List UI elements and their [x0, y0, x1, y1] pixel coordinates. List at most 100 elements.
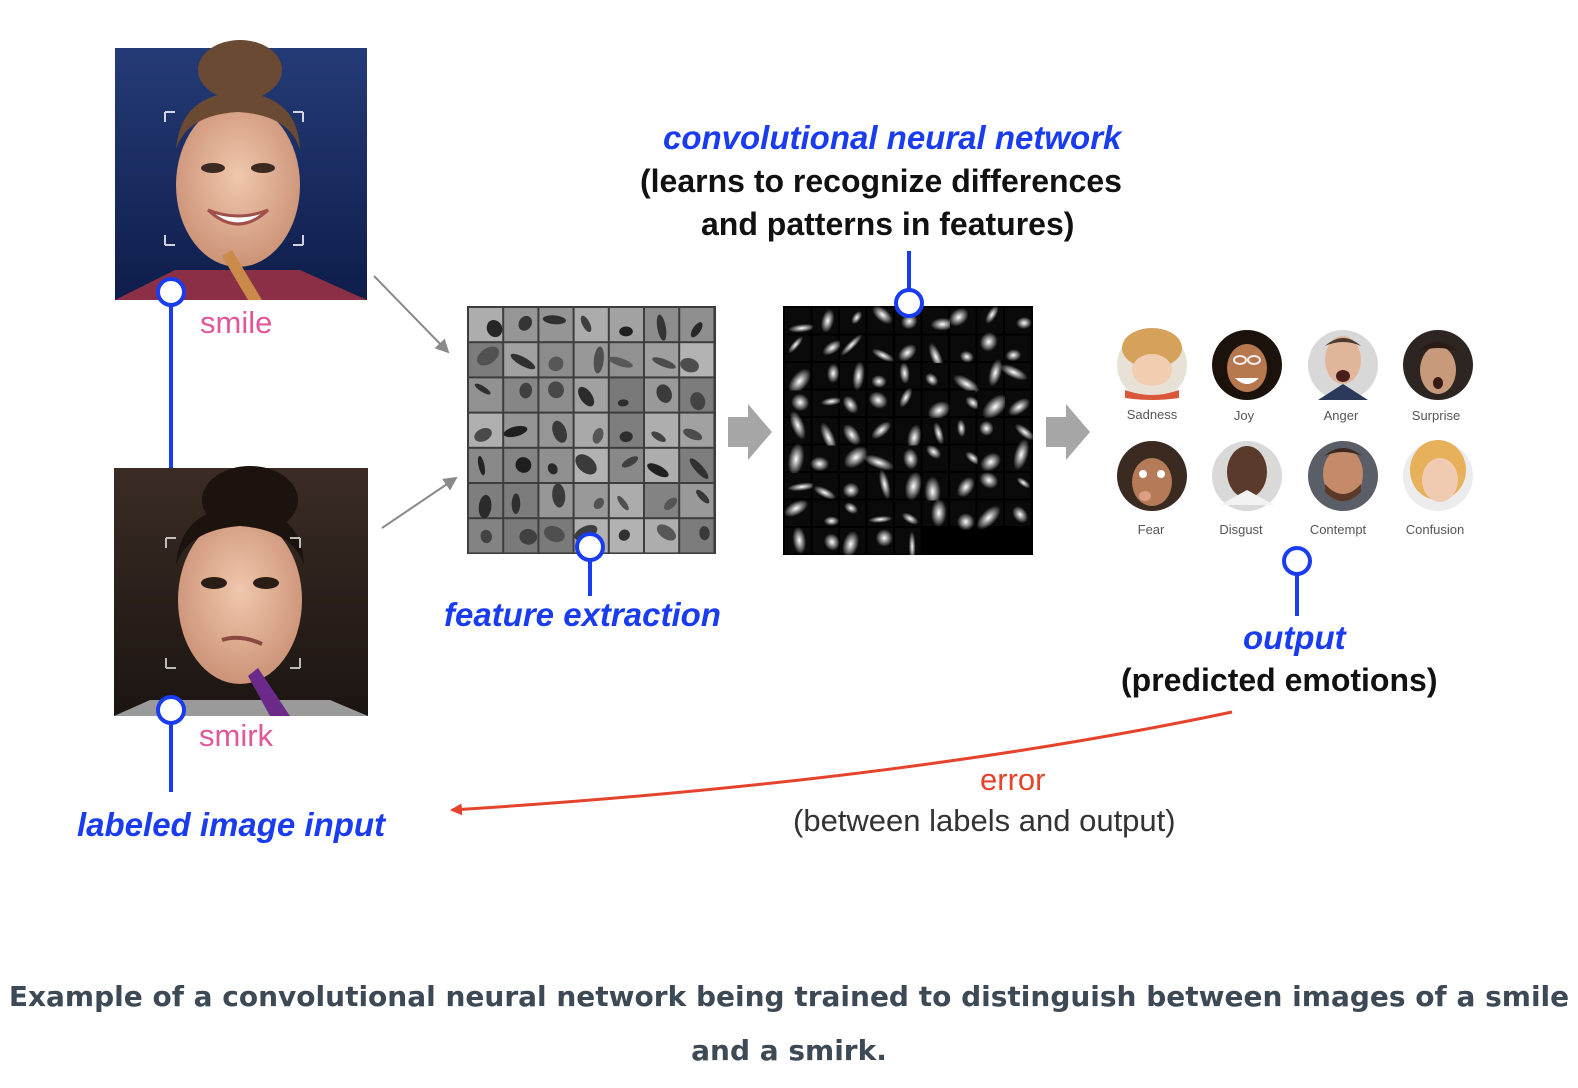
- feature-filter-pattern: [656, 384, 672, 403]
- cnn-filter-pattern: [875, 529, 893, 547]
- cnn-filter-pattern: [1008, 398, 1031, 416]
- feature-filter-pattern: [699, 526, 710, 541]
- feature-filter-pattern: [548, 381, 564, 399]
- error-arrow: [450, 710, 1233, 816]
- emotion-face-contempt: [1308, 441, 1378, 511]
- cnn-filter-pattern: [959, 350, 974, 363]
- output-description: (predicted emotions): [1121, 662, 1438, 698]
- cnn-filter-pattern: [842, 530, 860, 558]
- cnn-filter-pattern: [868, 515, 893, 523]
- cnn-filter-pattern: [927, 401, 951, 420]
- feature-filter-pattern: [478, 494, 492, 519]
- input-label: labeled image input: [77, 806, 386, 843]
- cnn-filter-pattern: [871, 348, 895, 363]
- emotion-face-joy: [1212, 330, 1282, 400]
- cnn-description-line1: (learns to recognize differences: [640, 163, 1122, 199]
- smirk-marker: [156, 695, 186, 725]
- emotion-label-fear: Fear: [1137, 522, 1165, 537]
- cnn-filter-pattern: [979, 420, 994, 436]
- feature-filter-pattern: [619, 326, 633, 337]
- feature-filter-pattern: [617, 495, 629, 511]
- feature-filter-pattern: [680, 358, 699, 373]
- cnn-filter-pattern: [813, 485, 837, 500]
- cnn-filter-pattern: [926, 444, 942, 459]
- cnn-filter-pattern: [789, 410, 806, 440]
- emotion-label-surprise: Surprise: [1411, 408, 1461, 423]
- figure-caption: Example of a convolutional neural networ…: [0, 970, 1578, 1078]
- cnn-filter-pattern: [925, 372, 939, 387]
- caption-line1: Example of a convolutional neural networ…: [8, 980, 1570, 1013]
- emotion-face-sadness: [1117, 328, 1187, 400]
- feature-filter-pattern: [651, 431, 666, 443]
- cnn-filter-pattern: [843, 446, 869, 469]
- emotion-face-confusion: [1403, 440, 1473, 511]
- feature-filter-pattern: [656, 314, 667, 341]
- cnn-filter-pattern: [965, 451, 981, 465]
- cnn-to-output-arrow: [1046, 404, 1090, 460]
- feature-filter-pattern: [652, 357, 676, 369]
- cnn-filter-pattern: [931, 498, 947, 528]
- smirk-to-features-arrow: [381, 476, 458, 529]
- cnn-filter-pattern: [988, 359, 1003, 387]
- feature-filter-pattern: [552, 420, 567, 443]
- cnn-filter-pattern: [980, 452, 1001, 472]
- cnn-filter-pattern: [852, 361, 865, 391]
- feature-filter-pattern: [619, 431, 633, 443]
- cnn-filter-pattern: [787, 336, 804, 354]
- emotion-face-disgust: [1212, 441, 1282, 511]
- feature-filter-tile: [609, 484, 643, 518]
- cnn-filter-pattern: [820, 309, 835, 333]
- cnn-filter-pattern: [901, 512, 919, 525]
- cnn-filter-pattern: [863, 454, 895, 471]
- emotion-label-disgust: Disgust: [1219, 522, 1263, 537]
- feature-filter-pattern: [543, 525, 565, 543]
- feature-filter-pattern: [474, 383, 491, 395]
- cnn-filter-pattern: [899, 387, 913, 408]
- feature-filter-pattern: [474, 428, 492, 442]
- feature-filter-tile: [469, 448, 503, 482]
- cnn-filter-pattern: [783, 499, 809, 518]
- feature-filter-pattern: [575, 454, 597, 475]
- feature-filter-pattern: [664, 497, 678, 511]
- cnn-filter-pattern: [820, 422, 837, 453]
- cnn-filter-pattern: [956, 476, 975, 498]
- cnn-filter-pattern: [842, 395, 859, 414]
- feature-filter-pattern: [578, 386, 595, 407]
- cnn-filter-pattern: [899, 362, 910, 385]
- cnn-title: convolutional neural network: [663, 119, 1122, 156]
- cnn-filter-pattern: [908, 530, 916, 563]
- cnn-filter-pattern: [999, 364, 1028, 381]
- cnn-diagram: smile smirk labeled image input feature …: [77, 40, 1473, 843]
- cnn-filter-pattern: [976, 505, 1001, 530]
- feature-filter-grid: [467, 306, 716, 554]
- feature-filter-pattern: [593, 346, 604, 374]
- feature-filter-pattern: [519, 528, 538, 545]
- feature-filter-pattern: [690, 392, 706, 411]
- feature-filter-pattern: [511, 493, 521, 514]
- feature-filter-tile: [469, 378, 503, 412]
- cnn-filter-tile: [895, 528, 921, 554]
- smile-photo: [115, 40, 367, 300]
- cnn-filter-pattern: [842, 482, 860, 498]
- feature-filter-pattern: [618, 529, 630, 541]
- cnn-filter-pattern: [788, 323, 816, 333]
- cnn-filter-pattern: [788, 368, 811, 394]
- smile-marker: [156, 277, 186, 307]
- cnn-filter-pattern: [1014, 423, 1035, 441]
- cnn-filter-pattern: [903, 448, 919, 470]
- feature-pin: [575, 532, 605, 596]
- emotion-label-contempt: Contempt: [1309, 522, 1367, 537]
- cnn-filter-pattern: [851, 311, 863, 325]
- features-to-cnn-arrow: [728, 404, 772, 460]
- output-title: output: [1243, 619, 1346, 656]
- feature-filter-pattern: [689, 458, 709, 479]
- cnn-filter-pattern: [840, 334, 863, 356]
- feature-filter-pattern: [547, 463, 558, 475]
- caption-line2: and a smirk.: [691, 1034, 887, 1067]
- emotion-face-anger: [1308, 330, 1378, 400]
- cnn-filter-pattern: [956, 419, 966, 438]
- cnn-description-line2: and patterns in features): [701, 206, 1075, 242]
- feature-filter-tile: [504, 484, 538, 518]
- cnn-filter-pattern: [985, 305, 999, 324]
- smile-label: smile: [200, 305, 273, 340]
